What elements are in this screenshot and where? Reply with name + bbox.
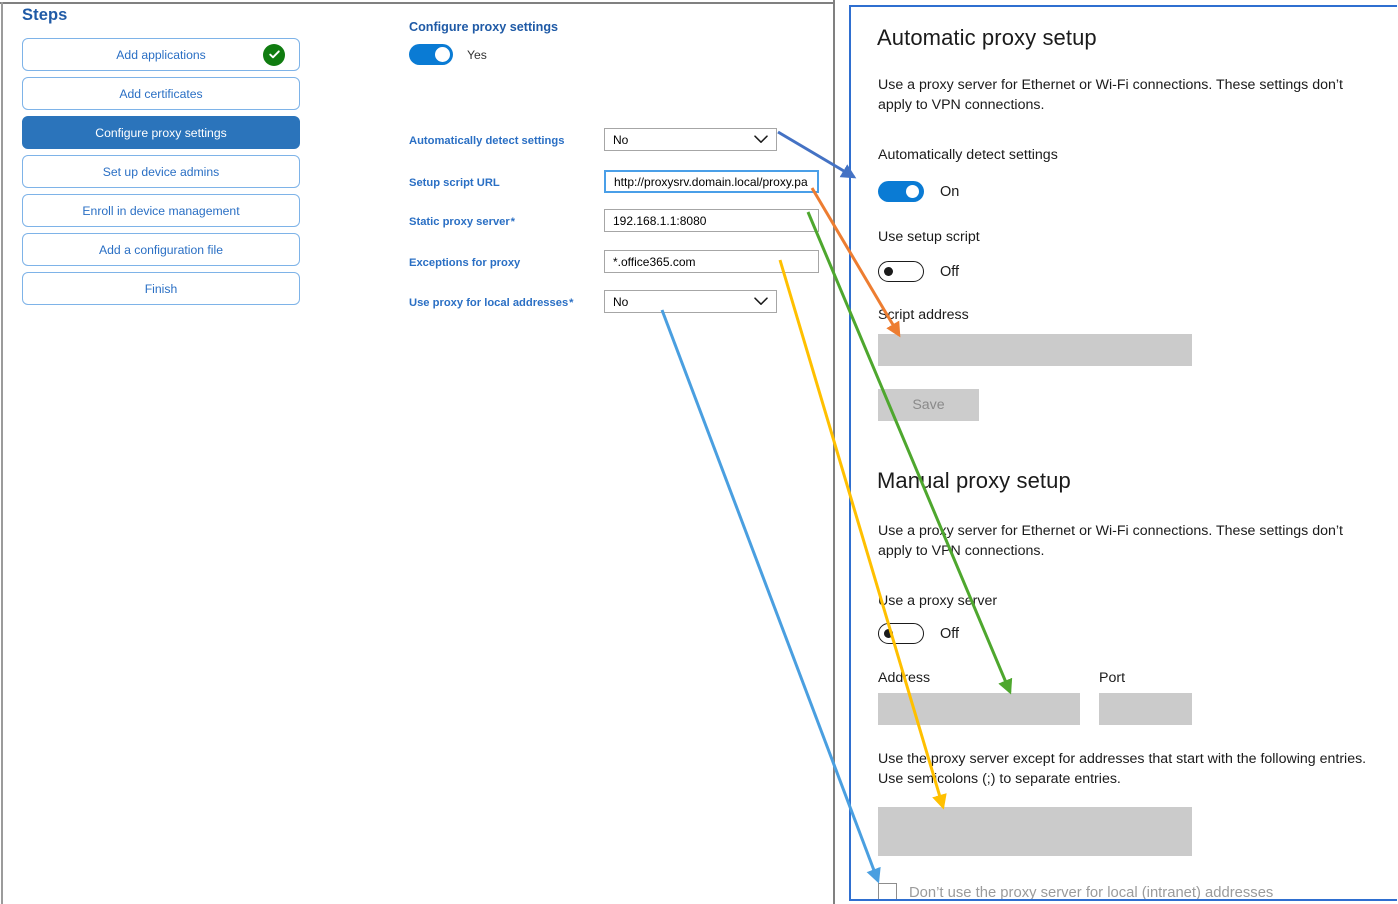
configure-proxy-toggle-row: Yes xyxy=(409,44,487,65)
step-label: Finish xyxy=(144,281,178,296)
save-button[interactable]: Save xyxy=(878,389,979,421)
automatic-proxy-setup-description: Use a proxy server for Ethernet or Wi-Fi… xyxy=(878,77,1343,114)
use-setup-script-toggle[interactable] xyxy=(878,261,924,282)
input-exceptions-for-proxy[interactable]: *.office365.com xyxy=(604,250,819,273)
required-asterisk: * xyxy=(568,297,574,309)
windows-proxy-settings-pane: Automatic proxy setup Use a proxy server… xyxy=(849,5,1397,901)
auto-detect-settings-state: On xyxy=(940,183,960,200)
label-text: Static proxy server xyxy=(409,216,510,228)
label-use-proxy-for-local-addresses: Use proxy for local addresses * xyxy=(409,297,573,309)
center-divider-rule xyxy=(833,0,835,904)
select-use-proxy-for-local-addresses[interactable]: No xyxy=(604,290,777,313)
step-item-add-applications[interactable]: Add applications xyxy=(22,38,300,71)
use-a-proxy-server-state: Off xyxy=(940,625,960,642)
input-value: http://proxysrv.domain.local/proxy.pa xyxy=(614,174,808,189)
input-static-proxy-server[interactable]: 192.168.1.1:8080 xyxy=(604,209,819,232)
step-item-configure-proxy-settings[interactable]: Configure proxy settings xyxy=(22,116,300,149)
step-label: Enroll in device management xyxy=(82,203,240,218)
top-divider-rule xyxy=(0,2,833,4)
port-label: Port xyxy=(1099,670,1126,686)
step-label: Configure proxy settings xyxy=(95,125,227,140)
select-value: No xyxy=(613,132,629,147)
configure-proxy-toggle[interactable] xyxy=(409,44,453,65)
label-static-proxy-server: Static proxy server * xyxy=(409,216,515,228)
auto-detect-settings-label: Automatically detect settings xyxy=(878,147,1058,163)
step-item-finish[interactable]: Finish xyxy=(22,272,300,305)
use-setup-script-state: Off xyxy=(940,263,960,280)
proxy-exceptions-input[interactable] xyxy=(878,807,1192,856)
label-text: Automatically detect settings xyxy=(409,135,565,147)
step-item-add-certificates[interactable]: Add certificates xyxy=(22,77,300,110)
address-label: Address xyxy=(878,670,931,686)
left-divider-rule xyxy=(1,2,3,904)
label-automatically-detect-settings: Automatically detect settings xyxy=(409,135,564,147)
toggle-knob xyxy=(435,47,450,62)
port-input[interactable] xyxy=(1099,693,1192,725)
step-label: Add certificates xyxy=(119,86,203,101)
input-value: 192.168.1.1:8080 xyxy=(613,213,707,228)
proxy-form-area: Configure proxy settings Yes Automatical… xyxy=(409,20,819,313)
toggle-knob xyxy=(884,629,893,638)
step-label: Add a configuration file xyxy=(99,242,223,257)
use-a-proxy-server-label: Use a proxy server xyxy=(878,593,998,609)
manual-proxy-setup-description: Use a proxy server for Ethernet or Wi-Fi… xyxy=(878,523,1343,560)
use-setup-script-toggle-row: Off xyxy=(878,261,959,282)
bypass-local-addresses-checkbox[interactable] xyxy=(878,883,897,899)
select-automatically-detect-settings[interactable]: No xyxy=(604,128,777,151)
label-setup-script-url: Setup script URL xyxy=(409,177,500,189)
chevron-down-icon xyxy=(754,135,768,144)
label-exceptions-for-proxy: Exceptions for proxy xyxy=(409,257,520,269)
steps-panel-title: Steps xyxy=(22,6,68,24)
auto-detect-settings-toggle[interactable] xyxy=(878,181,924,202)
use-setup-script-label: Use setup script xyxy=(878,229,980,245)
configure-proxy-toggle-value: Yes xyxy=(467,47,487,62)
input-setup-script-url[interactable]: http://proxysrv.domain.local/proxy.pa xyxy=(604,170,819,193)
step-item-enroll-in-device-management[interactable]: Enroll in device management xyxy=(22,194,300,227)
step-label: Set up device admins xyxy=(102,164,220,179)
select-value: No xyxy=(613,294,629,309)
step-label: Add applications xyxy=(116,47,206,62)
bypass-local-addresses-row: Don’t use the proxy server for local (in… xyxy=(878,883,1274,901)
form-title: Configure proxy settings xyxy=(409,20,559,34)
step-item-add-a-configuration-file[interactable]: Add a configuration file xyxy=(22,233,300,266)
input-value: *.office365.com xyxy=(613,254,696,269)
label-text: Use proxy for local addresses xyxy=(409,297,569,309)
manual-proxy-setup-heading: Manual proxy setup xyxy=(877,468,1071,493)
script-address-input[interactable] xyxy=(878,334,1192,366)
check-circle-icon xyxy=(263,43,285,66)
toggle-knob xyxy=(884,267,893,276)
address-input[interactable] xyxy=(878,693,1080,725)
chevron-down-icon xyxy=(754,297,768,306)
label-text: Exceptions for proxy xyxy=(409,257,521,269)
proxy-exceptions-description: Use the proxy server except for addresse… xyxy=(878,751,1367,788)
required-asterisk: * xyxy=(509,216,516,228)
automatic-proxy-setup-heading: Automatic proxy setup xyxy=(877,25,1097,50)
script-address-label: Script address xyxy=(878,307,969,323)
auto-detect-settings-toggle-row: On xyxy=(878,181,959,202)
toggle-knob xyxy=(906,185,919,198)
bypass-local-addresses-label: Don’t use the proxy server for local (in… xyxy=(909,884,1274,901)
use-a-proxy-server-toggle[interactable] xyxy=(878,623,924,644)
use-a-proxy-server-toggle-row: Off xyxy=(878,623,959,644)
step-item-set-up-device-admins[interactable]: Set up device admins xyxy=(22,155,300,188)
label-text: Setup script URL xyxy=(409,177,500,189)
steps-panel: Steps Add applications Add certificates … xyxy=(10,6,310,311)
